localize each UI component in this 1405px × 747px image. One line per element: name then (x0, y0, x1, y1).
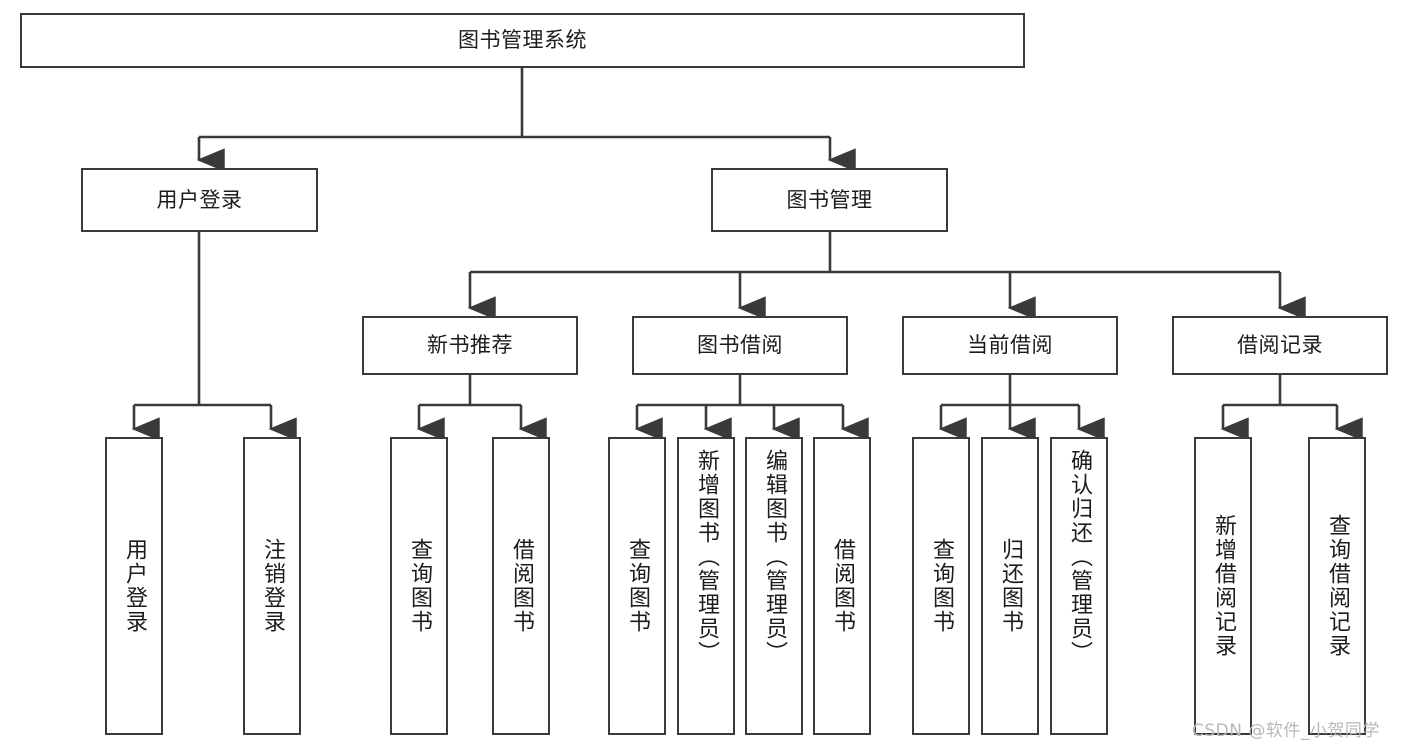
node-current-borrow[interactable]: 当前借阅 (902, 316, 1118, 375)
node-label: 当前借阅 (967, 333, 1053, 358)
node-book-management[interactable]: 图书管理 (711, 168, 948, 232)
leaf-borrow-edit-book-admin[interactable]: 编辑图书（管理员） (745, 437, 803, 735)
leaf-borrow-query-book[interactable]: 查询图书 (608, 437, 666, 735)
node-label: 归还图书 (997, 538, 1023, 634)
node-root-system[interactable]: 图书管理系统 (20, 13, 1025, 68)
leaf-borrow-add-book-admin[interactable]: 新增图书（管理员） (677, 437, 735, 735)
node-label: 用户登录 (121, 538, 147, 634)
leaf-user-login-signout[interactable]: 注销登录 (243, 437, 301, 735)
leaf-borrow-borrow-book[interactable]: 借阅图书 (813, 437, 871, 735)
node-label: 查询借阅记录 (1324, 514, 1350, 658)
node-book-borrow[interactable]: 图书借阅 (632, 316, 848, 375)
node-label: 注销登录 (259, 538, 285, 634)
leaf-current-query-book[interactable]: 查询图书 (912, 437, 970, 735)
node-label: 新增图书（管理员） (693, 449, 719, 665)
csdn-watermark: CSDN @软件_小贺同学 (1192, 721, 1380, 741)
leaf-records-query-record[interactable]: 查询借阅记录 (1308, 437, 1366, 735)
node-user-login[interactable]: 用户登录 (81, 168, 318, 232)
leaf-user-login-signin[interactable]: 用户登录 (105, 437, 163, 735)
node-label: 借阅图书 (508, 538, 534, 634)
node-label: 借阅图书 (829, 538, 855, 634)
leaf-current-return-book[interactable]: 归还图书 (981, 437, 1039, 735)
node-label: 查询图书 (928, 538, 954, 634)
node-label: 查询图书 (624, 538, 650, 634)
node-label: 用户登录 (156, 187, 243, 212)
leaf-current-confirm-return-admin[interactable]: 确认归还（管理员） (1050, 437, 1108, 735)
node-borrow-records[interactable]: 借阅记录 (1172, 316, 1388, 375)
node-label: 图书管理 (786, 187, 873, 212)
leaf-records-add-record[interactable]: 新增借阅记录 (1194, 437, 1252, 735)
node-label: 图书借阅 (697, 333, 783, 358)
node-label: 编辑图书（管理员） (761, 449, 787, 665)
leaf-recommend-borrow-book[interactable]: 借阅图书 (492, 437, 550, 735)
node-label: 新书推荐 (427, 333, 513, 358)
leaf-recommend-query-book[interactable]: 查询图书 (390, 437, 448, 735)
node-label: 确认归还（管理员） (1066, 449, 1092, 665)
node-label: 图书管理系统 (458, 28, 587, 53)
node-new-book-recommend[interactable]: 新书推荐 (362, 316, 578, 375)
node-label: 新增借阅记录 (1210, 514, 1236, 658)
node-label: 查询图书 (406, 538, 432, 634)
node-label: 借阅记录 (1237, 333, 1323, 358)
